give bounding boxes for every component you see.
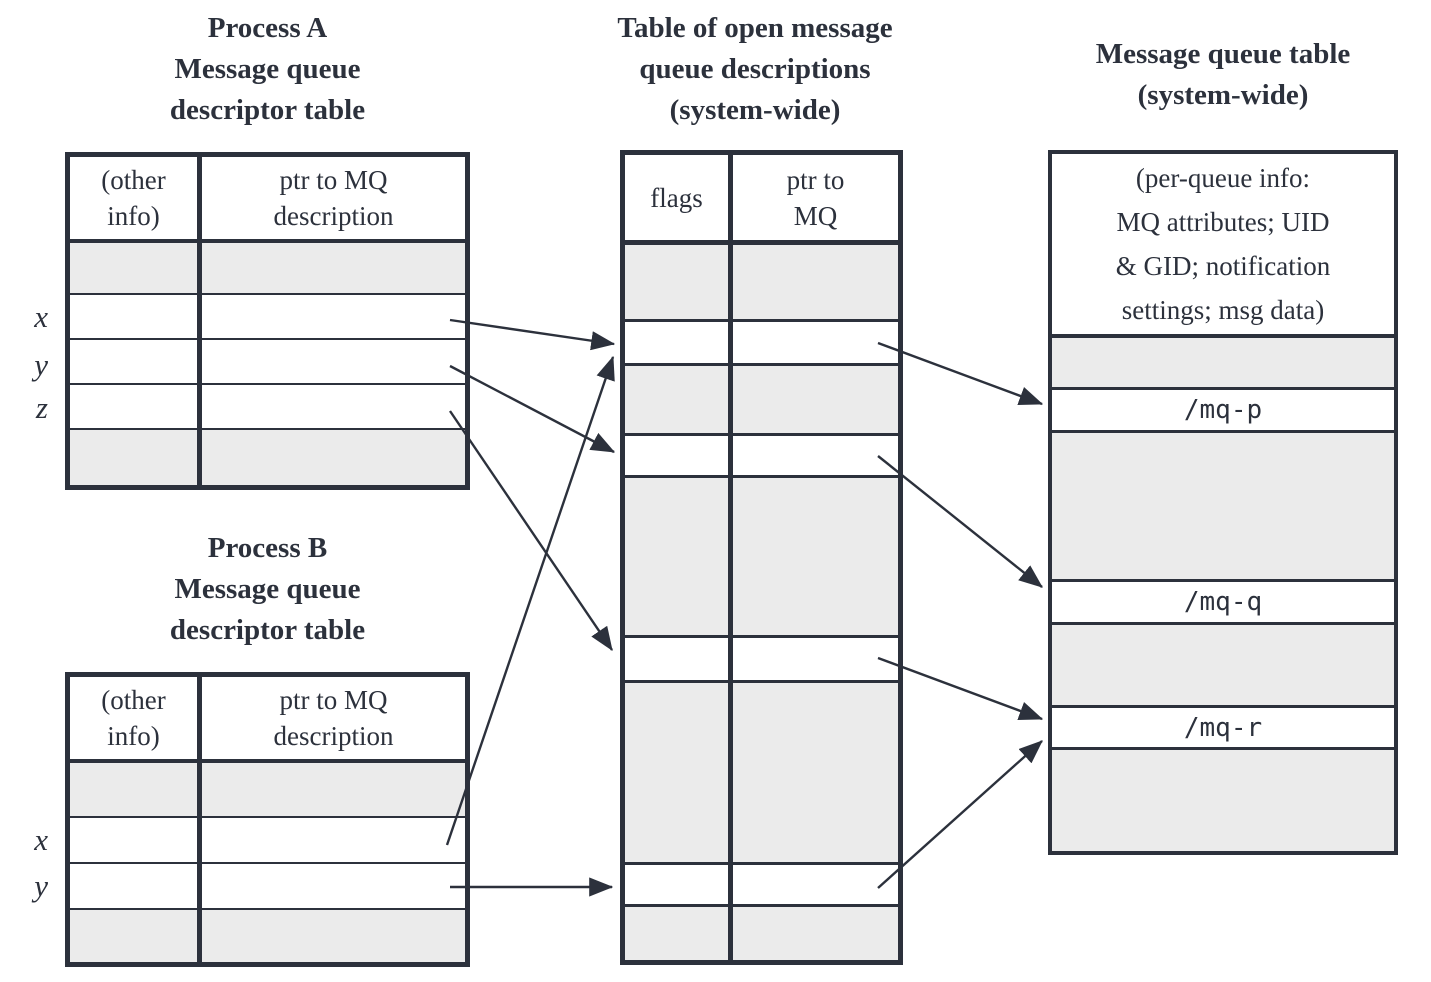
process-b-row-label-x: x <box>34 822 48 857</box>
flags-header: flags <box>625 155 733 240</box>
header-line: & GID; notification <box>1115 251 1331 281</box>
queue-row-mq-p: /mq-p <box>1052 390 1394 433</box>
table-row <box>625 245 898 322</box>
header-line: ptr to MQ <box>279 685 388 715</box>
header-line: (per-queue info: <box>1135 163 1311 193</box>
open-mq-description-1 <box>625 322 898 366</box>
title-line: Message queue <box>174 53 361 85</box>
header-line: (other <box>101 685 166 715</box>
arrow-b-x-to-description-1 <box>445 355 615 846</box>
message-queue-table: (per-queue info: MQ attributes; UID & GI… <box>1048 150 1398 855</box>
process-a-title: Process A Message queue descriptor table <box>65 8 470 131</box>
header-line: MQ attributes; UID <box>1116 207 1330 237</box>
open-mq-descriptions-table: flags ptr to MQ <box>620 150 903 965</box>
descriptor-row-x <box>70 818 465 864</box>
open-mq-description-3 <box>625 638 898 683</box>
queue-row-mq-q: /mq-q <box>1052 582 1394 625</box>
table-row <box>1052 433 1394 582</box>
header-line: (other <box>101 165 166 195</box>
queue-name: /mq-q <box>1183 587 1263 617</box>
process-b-descriptor-table: (other info) ptr to MQ description <box>65 672 470 967</box>
table-row <box>625 683 898 865</box>
table-row <box>70 243 465 295</box>
table-row <box>1052 338 1394 390</box>
title-line: descriptor table <box>169 94 366 126</box>
title-line: descriptor table <box>169 614 366 646</box>
table-header-row: (other info) ptr to MQ description <box>70 157 465 243</box>
descriptor-row-y <box>70 340 465 385</box>
table-row <box>625 366 898 436</box>
header-line: info) <box>107 201 160 231</box>
arrow-a-z-to-description-3 <box>449 410 613 651</box>
descriptor-row-z <box>70 385 465 430</box>
process-b-title: Process B Message queue descriptor table <box>65 528 470 651</box>
process-a-row-label-z: z <box>35 390 48 425</box>
open-mq-description-2 <box>625 436 898 478</box>
table-row <box>70 910 465 962</box>
header-line: description <box>273 721 394 751</box>
other-info-header: (other info) <box>70 157 202 239</box>
process-a-row-label-x: x <box>34 299 48 334</box>
title-line: Process B <box>207 532 328 564</box>
table-row <box>625 478 898 638</box>
header-line: ptr to <box>786 164 845 195</box>
title-line: Message queue table <box>1095 38 1351 70</box>
title-line: Table of open message <box>617 12 893 44</box>
queue-name: /mq-r <box>1183 712 1263 743</box>
title-line: (system-wide) <box>669 94 841 126</box>
descriptor-row-y <box>70 864 465 910</box>
header-line: flags <box>650 182 703 213</box>
header-line: description <box>273 201 394 231</box>
arrow-a-y-to-description-2 <box>449 364 616 454</box>
mq-table-title: Message queue table (system-wide) <box>1040 34 1406 116</box>
open-mq-description-4 <box>625 865 898 907</box>
table-row <box>1052 750 1394 851</box>
process-b-row-label-y: y <box>34 868 48 903</box>
process-a-row-label-y: y <box>34 347 48 382</box>
header-line: ptr to MQ <box>279 165 388 195</box>
table-header-row: (other info) ptr to MQ description <box>70 677 465 763</box>
table-row <box>625 907 898 960</box>
queue-row-mq-r: /mq-r <box>1052 708 1394 750</box>
header-line: MQ <box>793 200 838 231</box>
ptr-to-mq-header: ptr to MQ <box>733 155 898 240</box>
header-line: settings; msg data) <box>1121 295 1325 325</box>
open-mq-table-title: Table of open message queue descriptions… <box>560 8 950 131</box>
process-a-descriptor-table: (other info) ptr to MQ description <box>65 152 470 490</box>
ptr-to-mq-description-header: ptr to MQ description <box>202 157 465 239</box>
queue-name: /mq-p <box>1183 395 1263 425</box>
table-row <box>70 430 465 485</box>
table-header-row: flags ptr to MQ <box>625 155 898 245</box>
title-line: queue descriptions <box>639 53 871 85</box>
title-line: (system-wide) <box>1137 79 1309 111</box>
table-row <box>70 763 465 818</box>
table-row <box>1052 625 1394 708</box>
arrow-a-x-to-description-1 <box>449 318 616 351</box>
other-info-header: (other info) <box>70 677 202 759</box>
title-line: Message queue <box>174 573 361 605</box>
header-line: info) <box>107 721 160 751</box>
title-line: Process A <box>207 12 328 44</box>
per-queue-info-header: (per-queue info: MQ attributes; UID & GI… <box>1052 154 1394 338</box>
descriptor-row-x <box>70 295 465 340</box>
ptr-to-mq-description-header: ptr to MQ description <box>202 677 465 759</box>
